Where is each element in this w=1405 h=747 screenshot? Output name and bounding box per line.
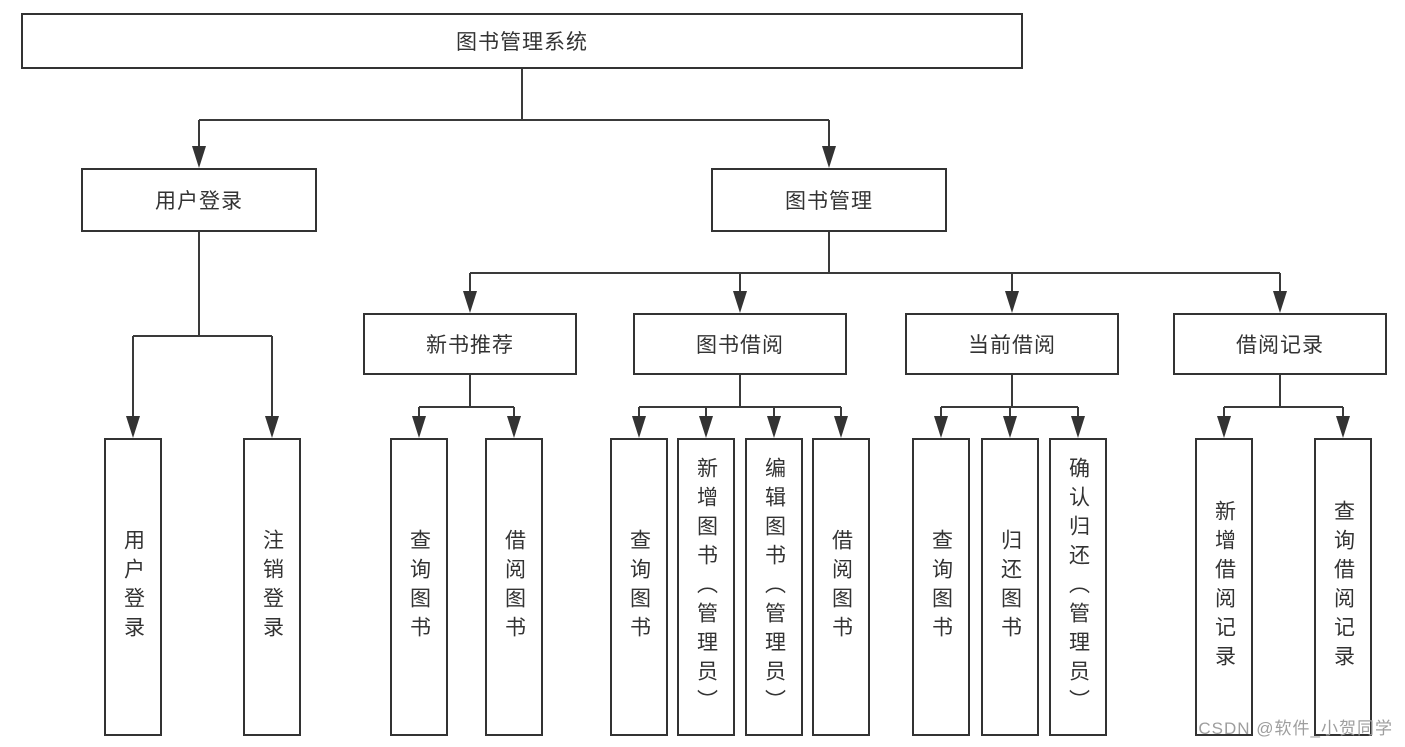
node-label: 用户登录 xyxy=(155,190,243,213)
connector-book-management-to-level3 xyxy=(463,232,1287,313)
node-label: 查询图书 xyxy=(627,529,651,645)
node-label: 图书管理 xyxy=(785,190,873,213)
node-label: 新增借阅记录 xyxy=(1212,500,1236,674)
node-book-management: 图书管理 xyxy=(711,168,947,232)
connector-current-borrow-to-leaves xyxy=(934,375,1085,438)
node-label: 查询图书 xyxy=(407,529,431,645)
node-label: 编辑图书（管理员） xyxy=(762,456,786,718)
node-label: 用户登录 xyxy=(121,529,145,645)
leaf-query-books-current: 查询图书 xyxy=(912,438,970,736)
node-current-borrow: 当前借阅 xyxy=(905,313,1119,375)
node-root-book-management-system: 图书管理系统 xyxy=(21,13,1023,69)
connector-borrow-records-to-leaves xyxy=(1217,375,1350,438)
node-label: 借阅图书 xyxy=(829,529,853,645)
connector-book-borrow-to-leaves xyxy=(632,375,848,438)
leaf-query-borrow-record: 查询借阅记录 xyxy=(1314,438,1372,736)
node-label: 注销登录 xyxy=(260,529,284,645)
connector-user-login-to-leaves xyxy=(126,232,279,438)
node-label: 查询图书 xyxy=(929,529,953,645)
node-label: 新增图书（管理员） xyxy=(694,456,718,718)
node-label: 确认归还（管理员） xyxy=(1066,456,1090,718)
node-borrow-records: 借阅记录 xyxy=(1173,313,1387,375)
node-label: 图书借阅 xyxy=(696,334,784,357)
node-user-login: 用户登录 xyxy=(81,168,317,232)
connector-new-book-recommend-to-leaves xyxy=(412,375,521,438)
node-label: 新书推荐 xyxy=(426,334,514,357)
leaf-borrow-books-recommend: 借阅图书 xyxy=(485,438,543,736)
node-label: 归还图书 xyxy=(998,529,1022,645)
node-label: 借阅记录 xyxy=(1236,334,1324,357)
leaf-query-books-recommend: 查询图书 xyxy=(390,438,448,736)
leaf-user-login: 用户登录 xyxy=(104,438,162,736)
node-label: 当前借阅 xyxy=(968,334,1056,357)
leaf-query-books-borrow: 查询图书 xyxy=(610,438,668,736)
node-book-borrow: 图书借阅 xyxy=(633,313,847,375)
leaf-borrow-books: 借阅图书 xyxy=(812,438,870,736)
leaf-add-books-admin: 新增图书（管理员） xyxy=(677,438,735,736)
connector-root-to-level2 xyxy=(192,69,836,168)
node-new-book-recommend: 新书推荐 xyxy=(363,313,577,375)
csdn-watermark: CSDN @软件_小贺同学 xyxy=(1198,719,1393,738)
leaf-confirm-return-admin: 确认归还（管理员） xyxy=(1049,438,1107,736)
node-label: 图书管理系统 xyxy=(456,31,588,54)
leaf-return-books: 归还图书 xyxy=(981,438,1039,736)
node-label: 借阅图书 xyxy=(502,529,526,645)
leaf-edit-books-admin: 编辑图书（管理员） xyxy=(745,438,803,736)
leaf-add-borrow-record: 新增借阅记录 xyxy=(1195,438,1253,736)
node-label: 查询借阅记录 xyxy=(1331,500,1355,674)
leaf-logout: 注销登录 xyxy=(243,438,301,736)
